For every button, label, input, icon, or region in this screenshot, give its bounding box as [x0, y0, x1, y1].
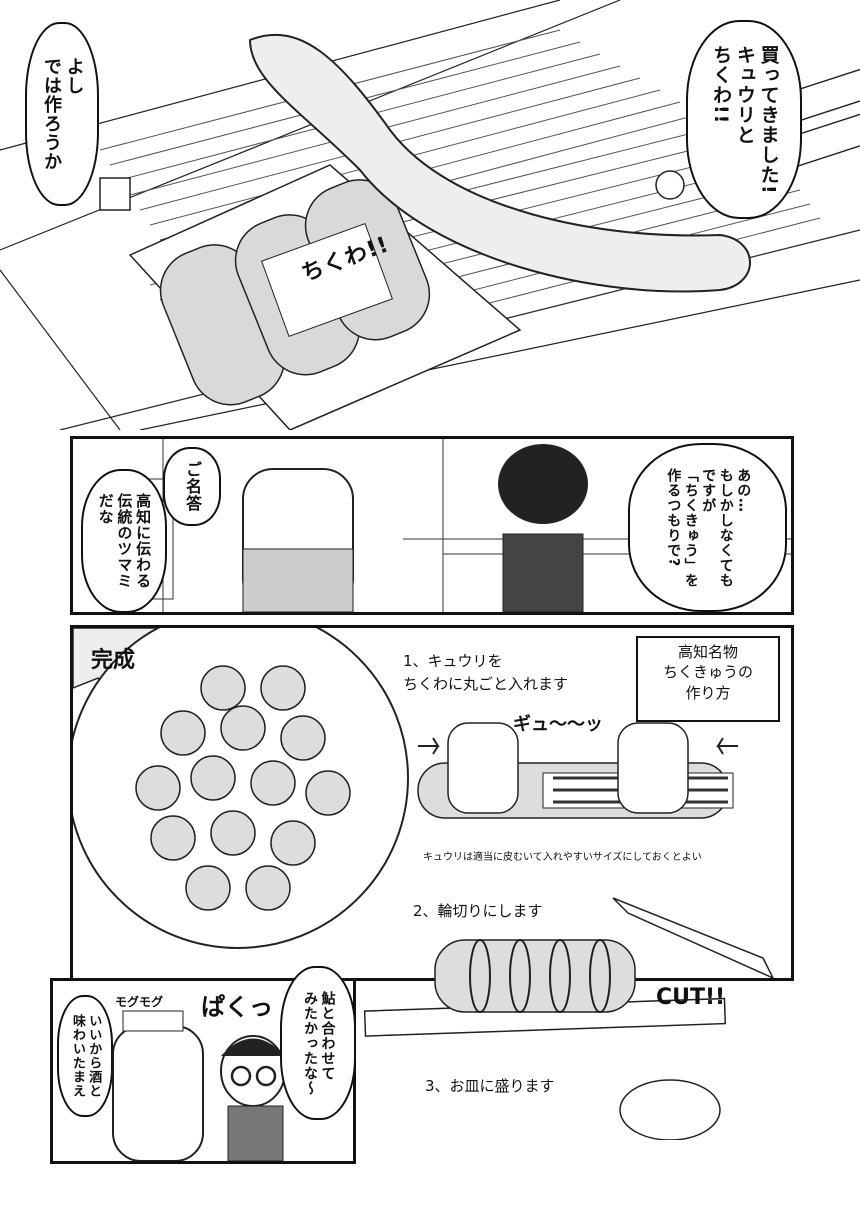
speech-bubble-right: 買ってきました! キュウリと ちくわ!! — [686, 20, 802, 219]
serving-plate — [619, 1079, 721, 1140]
speech-text: 鮎と合わせて みたかったな〜 — [302, 990, 336, 1096]
speech-bubble-answer: ご名答 — [163, 447, 221, 526]
panel-2-art — [132, 439, 791, 612]
step-3-text: 3、お皿に盛ります — [425, 1077, 555, 1095]
speech-bubble-left: よし では作ろうか — [25, 22, 99, 206]
chikuwa-step2 — [434, 939, 636, 1013]
panel-4: モグモグ ぱくっ いいから酒と 味わいたまえ — [50, 978, 356, 1164]
recipe-title: 高知名物 ちくきゅうの 作り方 — [636, 636, 780, 722]
step-1-text: 1、キュウリを ちくわに丸ごと入れます — [403, 652, 569, 693]
panel-4-art — [112, 1010, 286, 1161]
sfx-paku: ぱくっ — [201, 993, 273, 1021]
step-2-text: 2、輪切りにします — [413, 902, 543, 920]
chibi-girl — [655, 170, 685, 200]
speech-text: あの… もしかしなくても ですが 「ちくきゅう」を 作るつもりで? — [665, 467, 752, 588]
speech-bubble-tradition: 高知に伝わる 伝統のツマミ だな — [81, 469, 167, 612]
sfx-gyu: ギュ〜〜ッ — [513, 714, 603, 735]
speech-text: 買ってきました! キュウリと ちくわ!! — [710, 44, 780, 195]
plate — [73, 628, 409, 949]
knife — [612, 897, 774, 978]
speech-text: よし では作ろうか — [41, 57, 85, 171]
bear-character — [112, 1025, 204, 1161]
panel-3-art — [73, 628, 774, 978]
hand-left — [447, 722, 519, 814]
speech-text: ご名答 — [183, 461, 202, 512]
speech-bubble-drink: いいから酒と 味わいたまえ — [57, 995, 113, 1117]
tip-note: キュウリは適当に皮むいて入れやすいサイズにしておくとよい — [423, 852, 702, 863]
chikuwa-label — [260, 222, 394, 338]
speech-bubble-ayu: 鮎と合わせて みたかったな〜 — [280, 966, 356, 1120]
speech-text: 高知に伝わる 伝統のツマミ だな — [96, 493, 153, 589]
speech-bubble-question: あの… もしかしなくても ですが 「ちくきゅう」を 作るつもりで? — [628, 443, 787, 612]
panel-1: よし では作ろうか 買ってきました! キュウリと ちくわ!! ちくわ!! — [0, 0, 860, 430]
chibi-bear — [99, 177, 131, 211]
sfx-cut: CUT!! — [656, 985, 726, 1010]
sfx-mogu: モグモグ — [115, 995, 164, 1009]
step-2-art — [363, 939, 727, 1140]
chikukyu-slices — [135, 665, 351, 911]
girl-character — [498, 444, 588, 524]
hand-right — [617, 722, 689, 814]
kansei-text: 完成 — [91, 648, 136, 673]
panel-1-art — [0, 0, 860, 430]
panel-3: 完成 高知名物 ちくきゅうの 作り方 1、キュウリを ちくわに丸ごと入れます ギ… — [70, 625, 794, 981]
speech-text: いいから酒と 味わいたまえ — [70, 1014, 102, 1098]
panel-2: ご名答 高知に伝わる 伝統のツマミ だな あの… もしかしなくても ですが 「ち… — [70, 436, 794, 615]
